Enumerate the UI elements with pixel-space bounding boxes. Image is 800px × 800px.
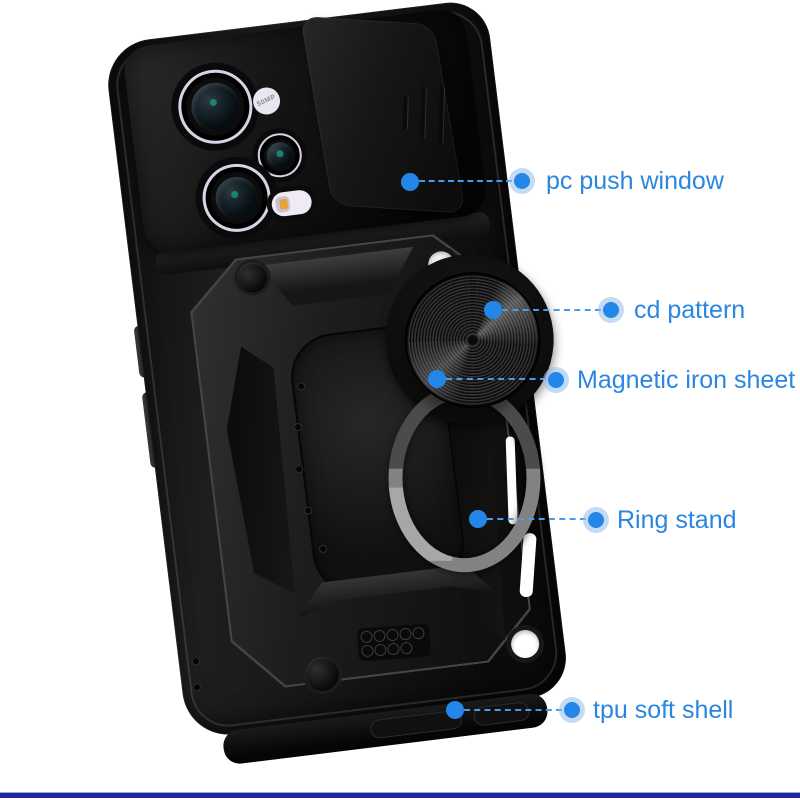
leader-line (464, 709, 562, 711)
anchor-dot (446, 701, 464, 719)
honeycomb-cell (400, 641, 413, 655)
honeycomb-cell (386, 628, 399, 642)
callout-label: tpu soft shell (593, 696, 734, 724)
grip-line (420, 86, 426, 139)
callout-label: Magnetic iron sheet (577, 366, 796, 394)
label-dot (514, 173, 530, 189)
ultrawide-camera-lens (198, 159, 275, 236)
leader-line (419, 180, 512, 182)
macro-camera-lens (255, 130, 305, 180)
callout-label: pc push window (546, 167, 724, 195)
anchor-dot (401, 173, 419, 191)
honeycomb-cell (399, 627, 412, 641)
leader-line (487, 518, 586, 520)
label-dot (564, 702, 580, 718)
bottom-port-cutout (472, 701, 531, 727)
grip-line (438, 85, 444, 144)
flash-led (270, 188, 313, 218)
callout-label: Ring stand (617, 506, 737, 534)
anchor-dot (428, 370, 446, 388)
anchor-dot (469, 510, 487, 528)
main-camera-lens (174, 65, 257, 148)
bottom-divider (0, 792, 800, 798)
leader-line (502, 309, 601, 311)
honeycomb-cell (360, 630, 373, 644)
leader-line (446, 378, 546, 380)
honeycomb-cell (411, 626, 425, 640)
honeycomb-cell (374, 643, 387, 657)
callout-label: cd pattern (634, 296, 746, 324)
anchor-dot (484, 301, 502, 319)
camera-50mp-badge: 50MP (248, 83, 285, 119)
label-dot (548, 372, 564, 388)
label-dot (603, 302, 619, 318)
honeycomb-cell (361, 644, 374, 658)
honeycomb-cell (373, 629, 386, 643)
honeycomb-vent (356, 623, 432, 662)
honeycomb-cell (387, 642, 400, 656)
grip-line (402, 94, 408, 130)
label-dot (588, 512, 604, 528)
